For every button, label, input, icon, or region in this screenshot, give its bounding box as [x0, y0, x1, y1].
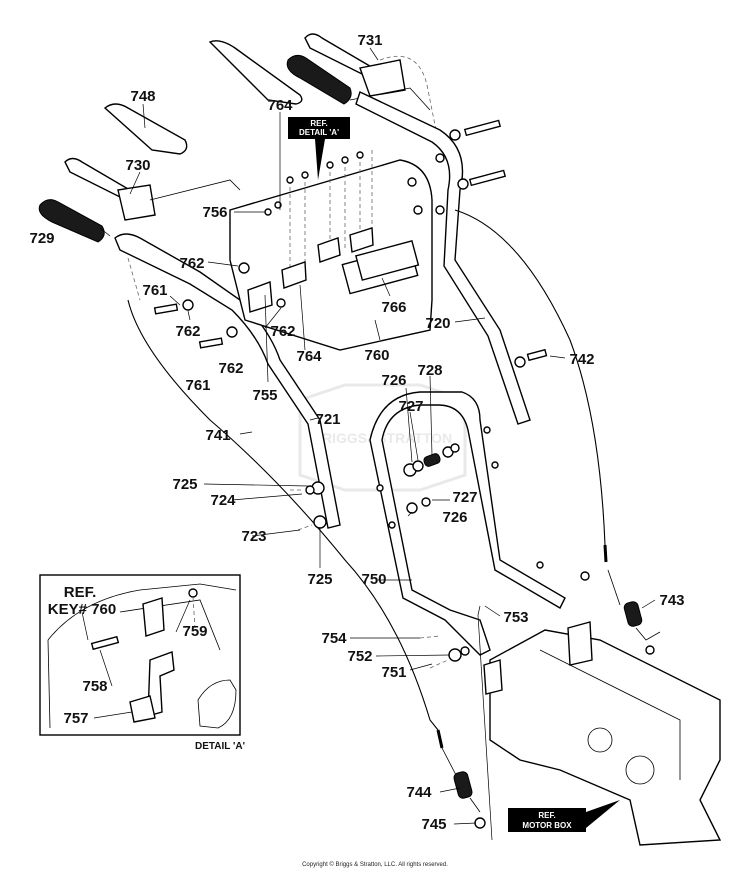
lower-handle-750	[369, 391, 590, 656]
handle-rail-721	[114, 233, 341, 529]
cable-spring-743	[607, 569, 661, 655]
label-726-top: 726	[381, 372, 406, 389]
label-761-a: 761	[142, 282, 167, 299]
label-728: 728	[417, 362, 442, 379]
cable-742	[454, 209, 608, 563]
handle-rail-720	[355, 91, 531, 425]
label-759: 759	[182, 623, 207, 640]
bolt-761-upper	[153, 299, 194, 315]
motor-box	[483, 621, 722, 846]
inset-labels: REF. KEY# 760 759 758 757 DETAIL 'A'	[48, 584, 245, 752]
label-757: 757	[63, 710, 88, 727]
label-727-top: 727	[398, 398, 423, 415]
label-721: 721	[315, 411, 340, 428]
label-762-c: 762	[270, 323, 295, 340]
ref-detail-a-callout: REF. DETAIL 'A'	[288, 117, 350, 180]
lever-731	[304, 33, 441, 151]
lever-730	[64, 157, 241, 221]
label-748: 748	[130, 88, 155, 105]
label-745: 745	[421, 816, 446, 833]
bolt-group-756	[247, 150, 374, 313]
label-742: 742	[569, 351, 594, 368]
ref-motor-box-line2: MOTOR BOX	[522, 821, 572, 830]
label-764-bottom: 764	[296, 348, 322, 365]
grip-cover-748	[103, 103, 188, 155]
label-752: 752	[347, 648, 372, 665]
handle-grip-cover-top	[208, 40, 303, 105]
label-726-bottom: 726	[442, 509, 467, 526]
label-762-b: 762	[175, 323, 200, 340]
bolt-rail-720-lower	[514, 348, 548, 368]
grip-right	[286, 54, 352, 105]
inset-ref-line1: REF.	[64, 584, 97, 601]
label-725-bottom: 725	[307, 571, 332, 588]
label-761-b: 761	[185, 377, 210, 394]
inset-ref-line2: KEY# 760	[48, 601, 116, 618]
washer-762-mid	[276, 298, 286, 308]
ref-motor-box-line1: REF.	[538, 811, 555, 820]
label-743: 743	[659, 592, 684, 609]
label-730: 730	[125, 157, 150, 174]
bolt-761-lower	[198, 326, 238, 349]
label-754: 754	[321, 630, 347, 647]
bolt-group-723-725	[290, 481, 327, 531]
label-720: 720	[425, 315, 450, 332]
label-762-d: 762	[218, 360, 243, 377]
label-762-a: 762	[179, 255, 204, 272]
washer-762-top	[238, 262, 250, 274]
label-724: 724	[210, 492, 236, 509]
spring-728	[403, 443, 460, 514]
label-751: 751	[381, 664, 406, 681]
ref-detail-a-line2: DETAIL 'A'	[299, 128, 339, 137]
label-725-top: 725	[172, 476, 197, 493]
label-764-top: 764	[267, 97, 293, 114]
label-731: 731	[357, 32, 382, 49]
grip-left	[38, 199, 105, 243]
ref-detail-a-line1: REF.	[310, 119, 327, 128]
label-750: 750	[361, 571, 386, 588]
bolts-upper-rail-right	[407, 119, 507, 215]
ref-motor-box-callout: REF. MOTOR BOX	[508, 800, 620, 832]
leader-lines	[99, 47, 656, 841]
label-766: 766	[381, 299, 406, 316]
inset-caption: DETAIL 'A'	[195, 741, 245, 752]
label-756: 756	[202, 204, 227, 221]
label-744: 744	[406, 784, 432, 801]
label-758: 758	[82, 678, 107, 695]
label-723: 723	[241, 528, 266, 545]
label-760: 760	[364, 347, 389, 364]
label-729: 729	[29, 230, 54, 247]
label-727-bottom: 727	[452, 489, 477, 506]
cable-spring-744	[436, 729, 486, 829]
copyright-notice: Copyright © Briggs & Stratton, LLC. All …	[302, 861, 448, 868]
part-labels: 731 748 764 730 756 729 762 761 762 762 …	[29, 32, 684, 833]
label-753: 753	[503, 609, 528, 626]
detail-a-inset	[39, 574, 241, 736]
label-755: 755	[252, 387, 277, 404]
label-741: 741	[205, 427, 230, 444]
